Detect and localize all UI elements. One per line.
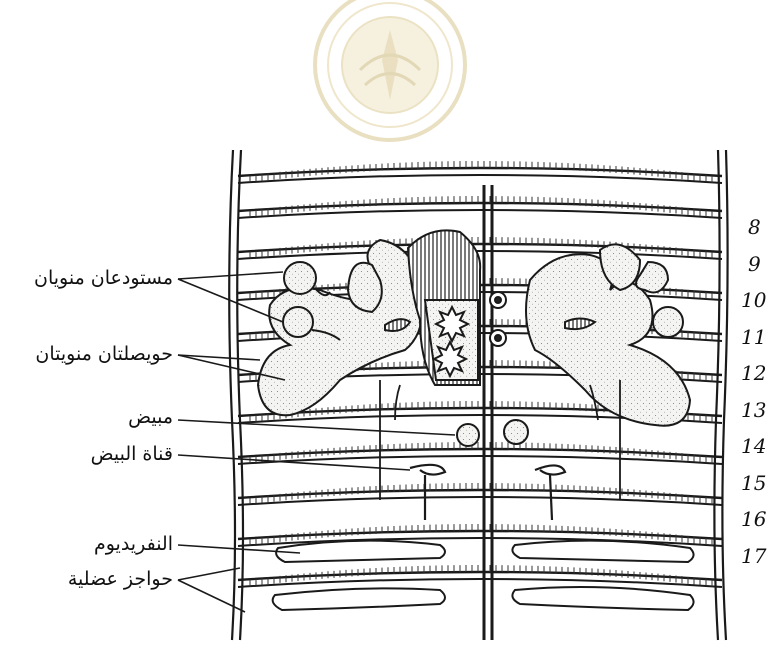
septum-line [238, 579, 722, 587]
right-storage-sac-lower [653, 307, 683, 337]
right-storage-sac-upper [636, 262, 668, 292]
left-storage-sac-upper [284, 262, 316, 294]
segment-number: 10 [741, 288, 766, 312]
segment-number: 8 [748, 215, 761, 239]
segment-number: 13 [741, 398, 766, 422]
septum-line [238, 175, 722, 183]
septum-line [238, 251, 722, 259]
segment-number: 9 [748, 252, 761, 276]
nephridium-right-16 [512, 541, 693, 562]
label-seminal-storage: مستودعان منويان [34, 267, 173, 289]
nephridium-left-17 [273, 588, 445, 610]
university-seal-watermark [315, 0, 465, 140]
segment-number: 16 [741, 507, 766, 531]
label-ovary: مبيض [128, 406, 173, 428]
segment-number: 11 [741, 325, 766, 349]
testis-left [436, 307, 468, 341]
label-oviduct: قناة البيض [91, 443, 173, 465]
septum-line [238, 210, 722, 218]
left-ovary [457, 424, 479, 446]
segment-number: 12 [741, 361, 766, 385]
label-septa: حواجز عضلية [68, 568, 173, 590]
septum-line [238, 497, 722, 505]
left-storage-sac-lower [283, 307, 313, 337]
segment-number: 17 [741, 544, 766, 568]
nephridium-left-16 [276, 541, 445, 562]
label-nephridium: النفريديوم [94, 533, 173, 555]
right-ovary [504, 420, 528, 444]
segment-number: 15 [741, 471, 766, 495]
label-seminal-vesicles: حويصلتان منويتان [35, 343, 173, 365]
testis-right [434, 342, 466, 376]
nephridium-right-17 [512, 587, 693, 610]
segment-number: 14 [741, 434, 766, 458]
